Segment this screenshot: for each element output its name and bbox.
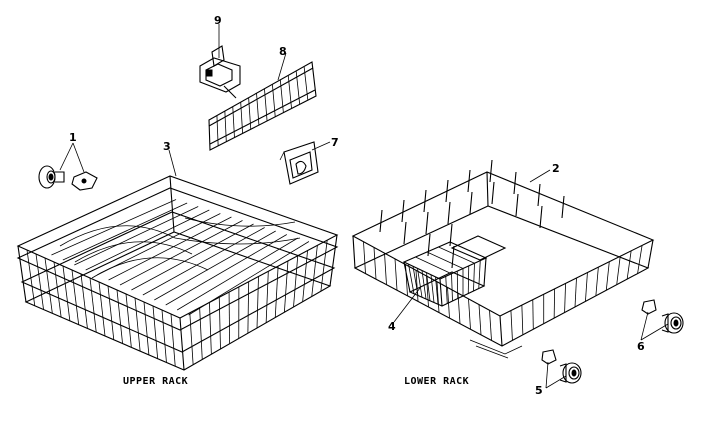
callout-2: 2	[552, 162, 560, 175]
leader-lines	[59, 24, 669, 389]
callout-7: 7	[331, 136, 339, 149]
callout-4: 4	[388, 320, 396, 333]
callout-5: 5	[535, 384, 543, 397]
caption-upper-rack: UPPER RACK	[123, 376, 188, 387]
callout-1: 1	[69, 131, 77, 144]
callout-9: 9	[214, 14, 222, 27]
bracket-part-9	[199, 45, 241, 99]
wheel-assembly-part-5	[541, 349, 582, 384]
silverware-basket	[402, 235, 507, 307]
upper-rack	[16, 175, 339, 371]
lower-rack	[351, 159, 655, 359]
wheel-assembly-part-6	[641, 299, 684, 334]
callout-6: 6	[637, 340, 645, 353]
clip-part-7	[279, 141, 319, 185]
caption-lower-rack: LOWER RACK	[404, 376, 469, 387]
callout-8: 8	[279, 45, 287, 58]
wheel-assembly-part-1	[38, 165, 98, 191]
cup-shelf-part-8	[208, 61, 317, 151]
callout-3: 3	[163, 140, 171, 153]
